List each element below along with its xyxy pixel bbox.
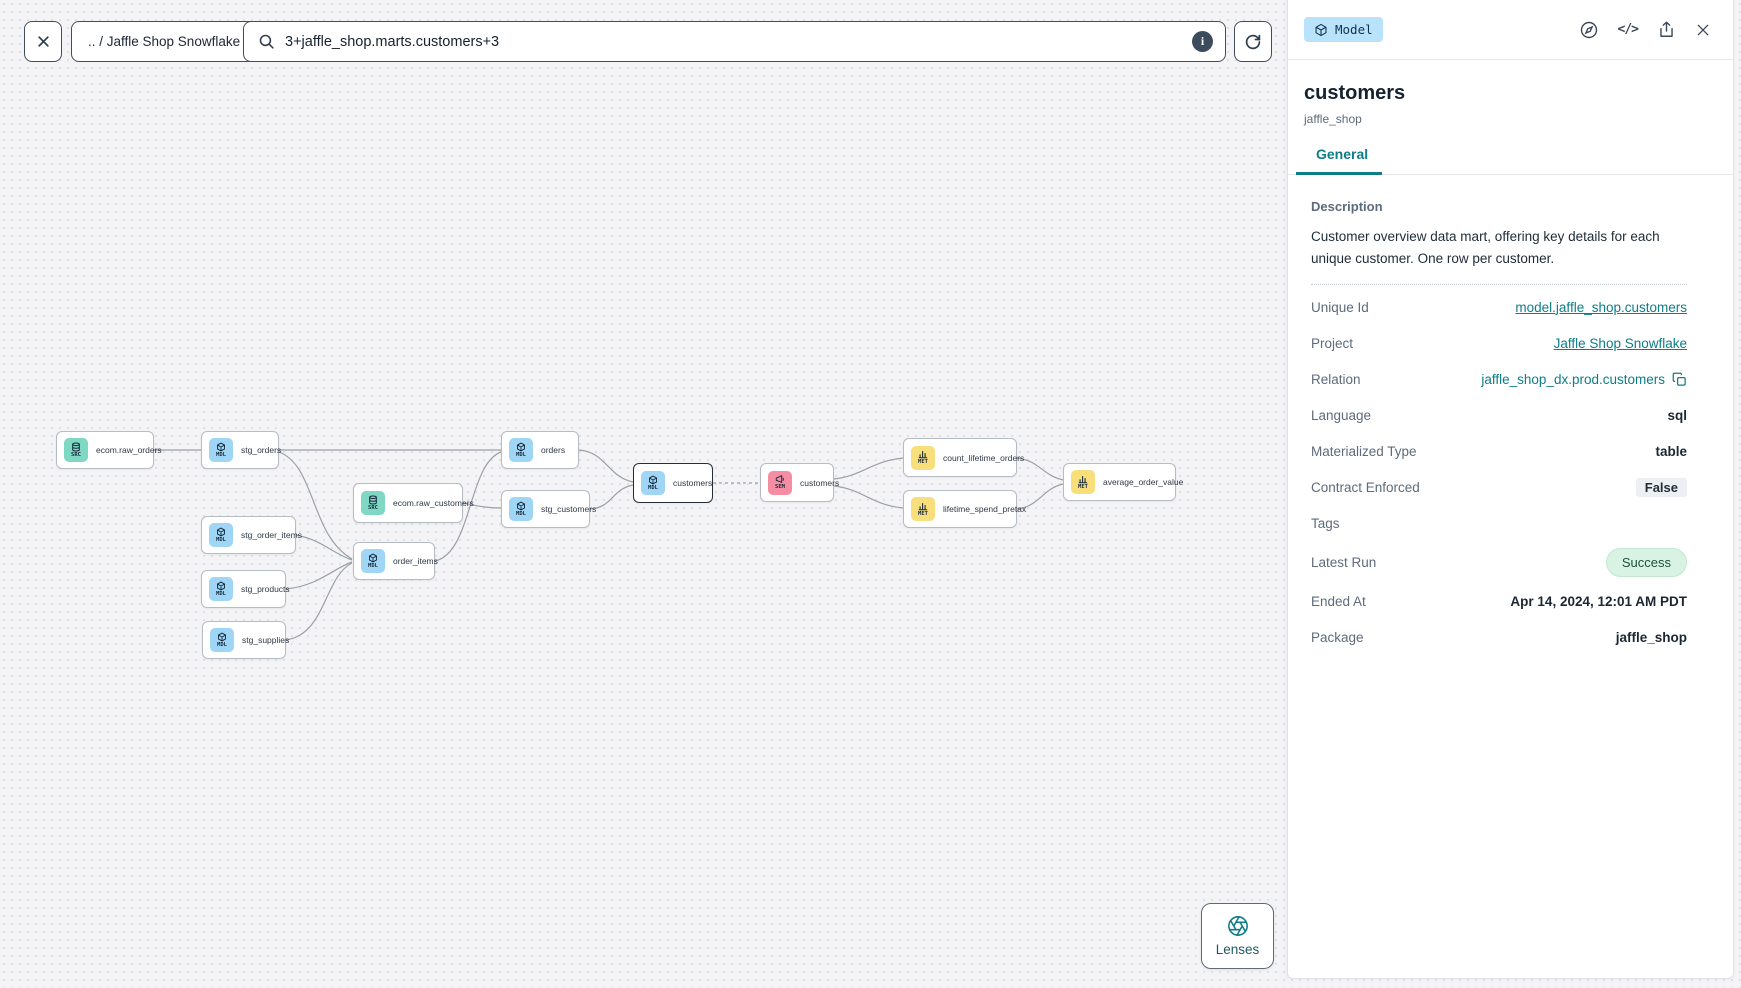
graph-node-customers-semantic[interactable]: SEM customers <box>760 463 839 502</box>
lenses-button[interactable]: Lenses <box>1201 903 1274 969</box>
model-icon: MDL <box>209 577 233 601</box>
contract-enforced-badge: False <box>1635 477 1687 497</box>
graph-node-ecom-raw-customers[interactable]: SRC ecom.raw_customers <box>353 483 474 523</box>
source-icon: SRC <box>64 438 88 462</box>
copy-button[interactable] <box>1672 372 1687 387</box>
view-code-button[interactable]: </> <box>1617 22 1640 37</box>
close-icon <box>1697 24 1709 35</box>
edge <box>589 484 634 510</box>
divider <box>1311 284 1687 285</box>
active-tab-underline <box>1296 172 1382 175</box>
relation-value: jaffle_shop_dx.prod.customers <box>1481 371 1665 387</box>
aperture-icon <box>1227 916 1248 936</box>
copy-icon <box>1672 372 1686 386</box>
panel-header: Model </> <box>1288 0 1733 60</box>
close-lineage-button[interactable] <box>24 21 62 62</box>
model-icon: MDL <box>209 438 233 462</box>
ended-at-value: Apr 14, 2024, 12:01 AM PDT <box>1510 593 1687 609</box>
edge <box>833 457 904 480</box>
graph-node-stg-supplies[interactable]: MDL stg_supplies <box>202 621 289 659</box>
code-icon: </> <box>1617 22 1640 37</box>
graph-node-orders[interactable]: MDL orders <box>501 431 579 469</box>
source-icon: SRC <box>361 491 385 515</box>
close-icon <box>37 36 49 47</box>
field-row-tags: Tags <box>1311 515 1340 531</box>
metric-icon: MET <box>911 445 935 470</box>
model-icon: MDL <box>209 523 233 547</box>
field-row-latest-run: Latest Run Success <box>1311 541 1687 583</box>
compass-icon <box>1580 21 1597 38</box>
metric-icon: MET <box>911 497 935 521</box>
model-icon: MDL <box>509 497 533 521</box>
model-icon: MDL <box>641 471 665 495</box>
description-text: Customer overview data mart, offering ke… <box>1311 229 1660 266</box>
field-row-contract-enforced: Contract Enforced False <box>1311 469 1687 505</box>
field-row-ended-at: Ended At Apr 14, 2024, 12:01 AM PDT <box>1311 593 1687 609</box>
info-icon[interactable]: i <box>1192 31 1213 52</box>
success-badge: Success <box>1605 547 1687 577</box>
graph-node-customers-selected[interactable]: MDL customers <box>633 463 713 503</box>
page-title: customers <box>1304 82 1406 104</box>
search-input[interactable] <box>285 33 1192 50</box>
edge <box>833 485 904 509</box>
language-value: sql <box>1667 407 1687 423</box>
unique-id-link[interactable]: model.jaffle_shop.customers <box>1515 299 1687 315</box>
details-panel: Model </> customers jaffle_shop General … <box>1287 0 1734 979</box>
search-icon <box>259 34 274 49</box>
graph-node-count-lifetime-orders[interactable]: MET count_lifetime_orders <box>903 438 1024 477</box>
graph-node-stg-customers[interactable]: MDL stg_customers <box>501 490 596 528</box>
field-row-relation: Relation jaffle_shop_dx.prod.customers <box>1311 361 1687 397</box>
model-icon: MDL <box>210 628 234 652</box>
edge <box>285 561 353 590</box>
refresh-button[interactable] <box>1234 21 1272 62</box>
graph-node-stg-orders[interactable]: MDL stg_orders <box>201 431 281 469</box>
package-value: jaffle_shop <box>1615 629 1687 645</box>
share-button[interactable] <box>1657 20 1676 39</box>
edge <box>578 449 634 483</box>
tab-general[interactable]: General <box>1316 146 1369 162</box>
resource-type-badge: Model <box>1304 17 1383 42</box>
graph-node-lifetime-spend-pretax[interactable]: MET lifetime_spend_pretax <box>903 490 1026 528</box>
description-label: Description <box>1311 199 1383 214</box>
graph-node-ecom-raw-orders[interactable]: SRC ecom.raw_orders <box>56 431 162 469</box>
field-row-project: Project Jaffle Shop Snowflake <box>1311 335 1687 351</box>
graph-node-average-order-value[interactable]: MET average_order_value <box>1063 463 1183 501</box>
graph-node-stg-order-items[interactable]: MDL stg_order_items <box>201 516 302 554</box>
field-row-language: Language sql <box>1311 407 1687 423</box>
model-icon: MDL <box>509 438 533 462</box>
cube-icon <box>1315 23 1327 36</box>
explore-button[interactable] <box>1579 20 1599 40</box>
refresh-icon <box>1245 34 1261 49</box>
edge <box>285 562 353 641</box>
field-row-unique-id: Unique Id model.jaffle_shop.customers <box>1311 299 1687 315</box>
metric-icon: MET <box>1071 470 1095 494</box>
close-panel-button[interactable] <box>1695 22 1711 38</box>
project-link[interactable]: Jaffle Shop Snowflake <box>1553 335 1687 351</box>
field-row-package: Package jaffle_shop <box>1311 629 1687 645</box>
graph-node-order-items[interactable]: MDL order_items <box>353 542 438 580</box>
breadcrumb[interactable]: .. / Jaffle Shop Snowflake <box>71 21 258 62</box>
package-subtitle: jaffle_shop <box>1304 112 1362 126</box>
materialized-type-value: table <box>1655 443 1687 459</box>
selector-search[interactable]: i <box>243 21 1226 62</box>
panel-tabs: General <box>1288 146 1733 175</box>
edge <box>295 534 353 561</box>
graph-node-stg-products[interactable]: MDL stg_products <box>201 570 290 608</box>
field-row-materialized-type: Materialized Type table <box>1311 443 1687 459</box>
share-icon <box>1660 21 1673 37</box>
model-icon: MDL <box>361 549 385 573</box>
semantic-model-icon: SEM <box>768 470 792 495</box>
